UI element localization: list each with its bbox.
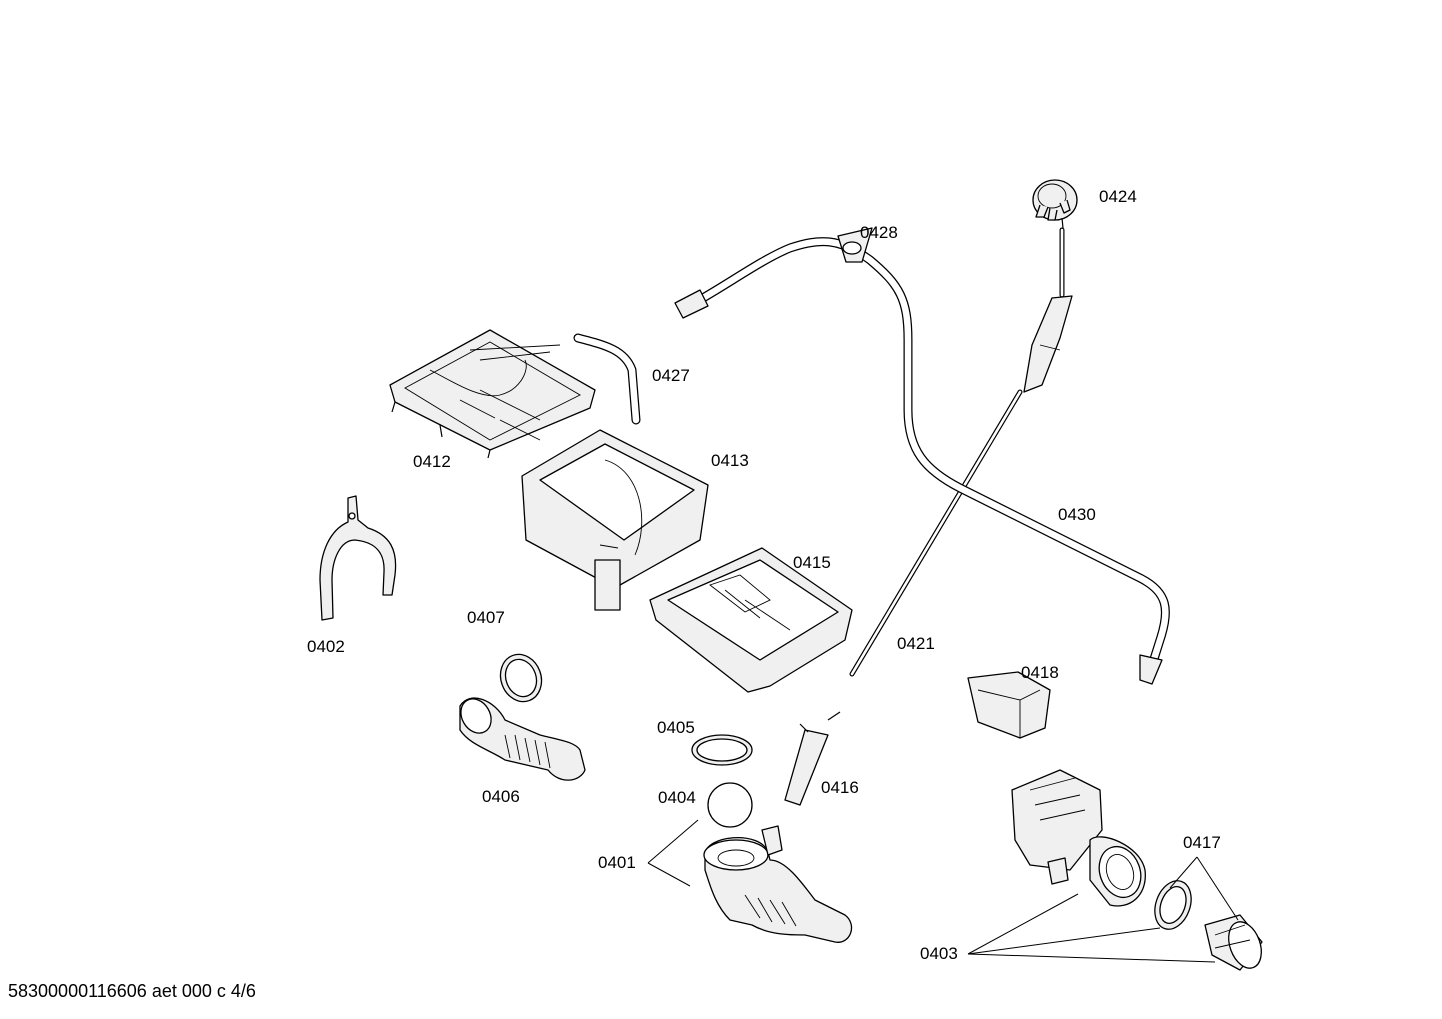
label-0407: 0407 (467, 608, 505, 627)
label-0418: 0418 (1021, 663, 1059, 682)
label-0402: 0402 (307, 637, 345, 656)
detergent-drawer-part (649, 547, 853, 693)
seal-ring-0405-part (691, 734, 753, 766)
label-0413: 0413 (711, 451, 749, 470)
label-0421: 0421 (897, 634, 935, 653)
sensor-part (784, 711, 841, 806)
pressure-switch-part (1032, 179, 1078, 229)
label-0406: 0406 (482, 787, 520, 806)
label-0427: 0427 (652, 366, 690, 385)
label-0412: 0412 (413, 452, 451, 471)
label-0415: 0415 (793, 553, 831, 572)
label-0430: 0430 (1058, 505, 1096, 524)
label-0405: 0405 (657, 718, 695, 737)
label-0424: 0424 (1099, 187, 1137, 206)
bellows-hose-part (459, 697, 586, 781)
pressure-tube-part (849, 227, 1073, 677)
label-0401: 0401 (598, 853, 636, 872)
label-0404: 0404 (658, 788, 696, 807)
small-hose-part (573, 333, 641, 425)
drain-hose-part (674, 227, 1170, 685)
hose-bracket-part (319, 495, 397, 621)
leader-lines (647, 819, 1239, 963)
label-0428: 0428 (860, 223, 898, 242)
seal-ring-0407-part (499, 653, 543, 703)
label-0403: 0403 (920, 944, 958, 963)
dispenser-housing-part (521, 429, 709, 611)
label-0416: 0416 (821, 778, 859, 797)
drain-pump-part (1011, 769, 1146, 907)
clip-bracket-part (967, 671, 1051, 739)
label-0417: 0417 (1183, 833, 1221, 852)
dispenser-cover-part (389, 329, 596, 459)
filter-part (1204, 914, 1263, 971)
float-ball-part (707, 782, 753, 828)
document-footer-code: 58300000116606 aet 000 c 4/6 (8, 981, 256, 1001)
sump-hose-part (703, 825, 853, 943)
seal-ring-0417-part (1154, 880, 1192, 930)
